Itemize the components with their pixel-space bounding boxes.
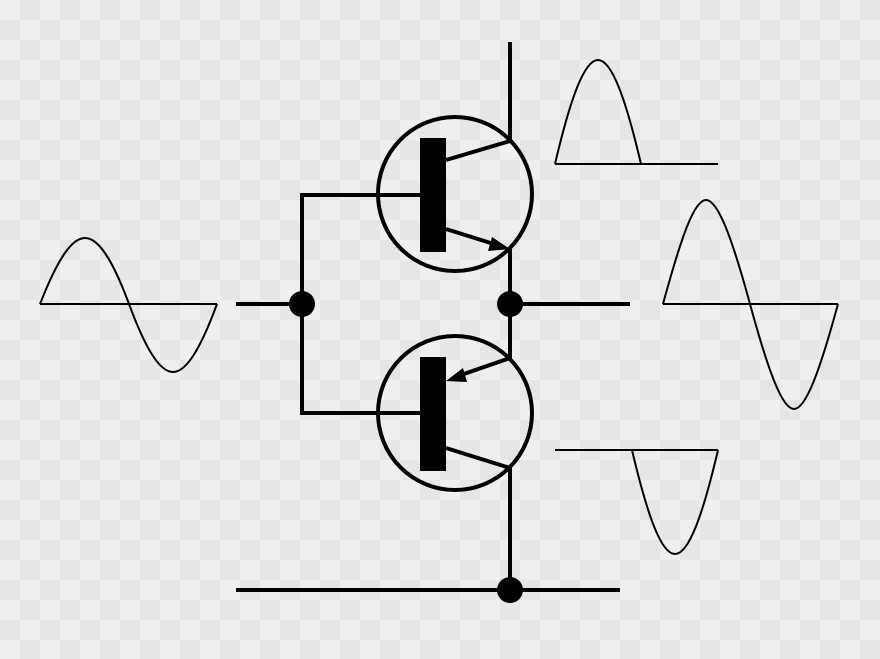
npn-body-circle (376, 115, 534, 273)
input-waveform (39, 236, 218, 374)
positive-half-sine-curve (554, 58, 642, 165)
npn-emitter-lead (445, 227, 498, 247)
input-sine-curve (39, 236, 218, 374)
ground-junction-dot (497, 577, 523, 603)
pnp-emitter-lead (457, 356, 511, 378)
pnp-transistor (376, 334, 534, 492)
pnp-emitter-arrow-icon (446, 368, 467, 382)
pnp-body-circle (376, 334, 534, 492)
negative-half-sine-curve (631, 449, 719, 556)
npn-base-bar (420, 138, 446, 252)
npn-transistor (376, 115, 534, 273)
lower-half-waveform (555, 449, 719, 556)
npn-emitter-arrow-icon (488, 237, 510, 251)
input-junction-dot (289, 291, 315, 317)
pnp-collector-lead (445, 446, 511, 470)
npn-collector-lead (445, 139, 511, 162)
pnp-base-bar (420, 357, 446, 471)
upper-half-waveform (554, 58, 718, 165)
output-waveform (662, 198, 839, 411)
output-junction-dot (497, 291, 523, 317)
base-bus-wire (300, 193, 420, 415)
output-sine-curve (662, 198, 839, 411)
